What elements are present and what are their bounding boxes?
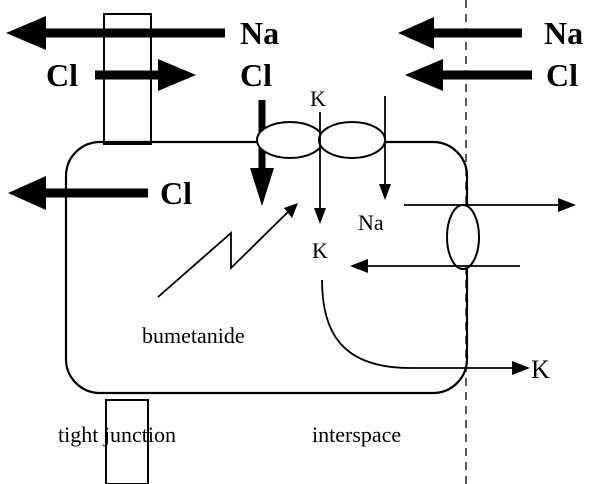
cl-cell-arrow-head (8, 176, 46, 210)
bumetanide-bolt-head (284, 203, 298, 218)
exchanger-oval (446, 204, 480, 270)
k-down-arrow-head (314, 208, 326, 224)
na-arrow-right-head (398, 17, 434, 49)
cl-down-arrow-head (250, 168, 274, 206)
label-na-cotransport: Na (358, 210, 384, 235)
label-cl-center: Cl (240, 57, 272, 93)
label-na-top-left: Na (240, 15, 279, 51)
na-arrow-left-head (6, 16, 46, 50)
exchanger-out-arrow-head (558, 198, 576, 212)
exchanger-in-arrow-head (350, 259, 368, 273)
label-k-channel: K (310, 86, 326, 111)
label-bumetanide: bumetanide (142, 323, 245, 348)
label-tight-junction: tight junction (58, 422, 176, 447)
label-k-inside: K (312, 238, 328, 263)
cotransporter-right (318, 121, 386, 159)
label-na-top-right: Na (544, 15, 583, 51)
k-exit-curve-head (512, 361, 530, 375)
k-exit-curve (321, 279, 516, 369)
cotransporter-left (256, 121, 324, 159)
na-down-arrow-head (379, 184, 391, 200)
cl-arrow-right-head (158, 59, 196, 91)
label-interspace: interspace (312, 422, 401, 447)
label-cl-cell: Cl (160, 175, 192, 211)
label-k-out: K (531, 355, 550, 384)
bumetanide-bolt (157, 209, 291, 298)
label-cl-right: Cl (546, 57, 578, 93)
cl-arrow-right-side-head (405, 59, 443, 91)
tight-junction-bottom (105, 399, 149, 484)
label-cl-left-upper: Cl (46, 57, 78, 93)
